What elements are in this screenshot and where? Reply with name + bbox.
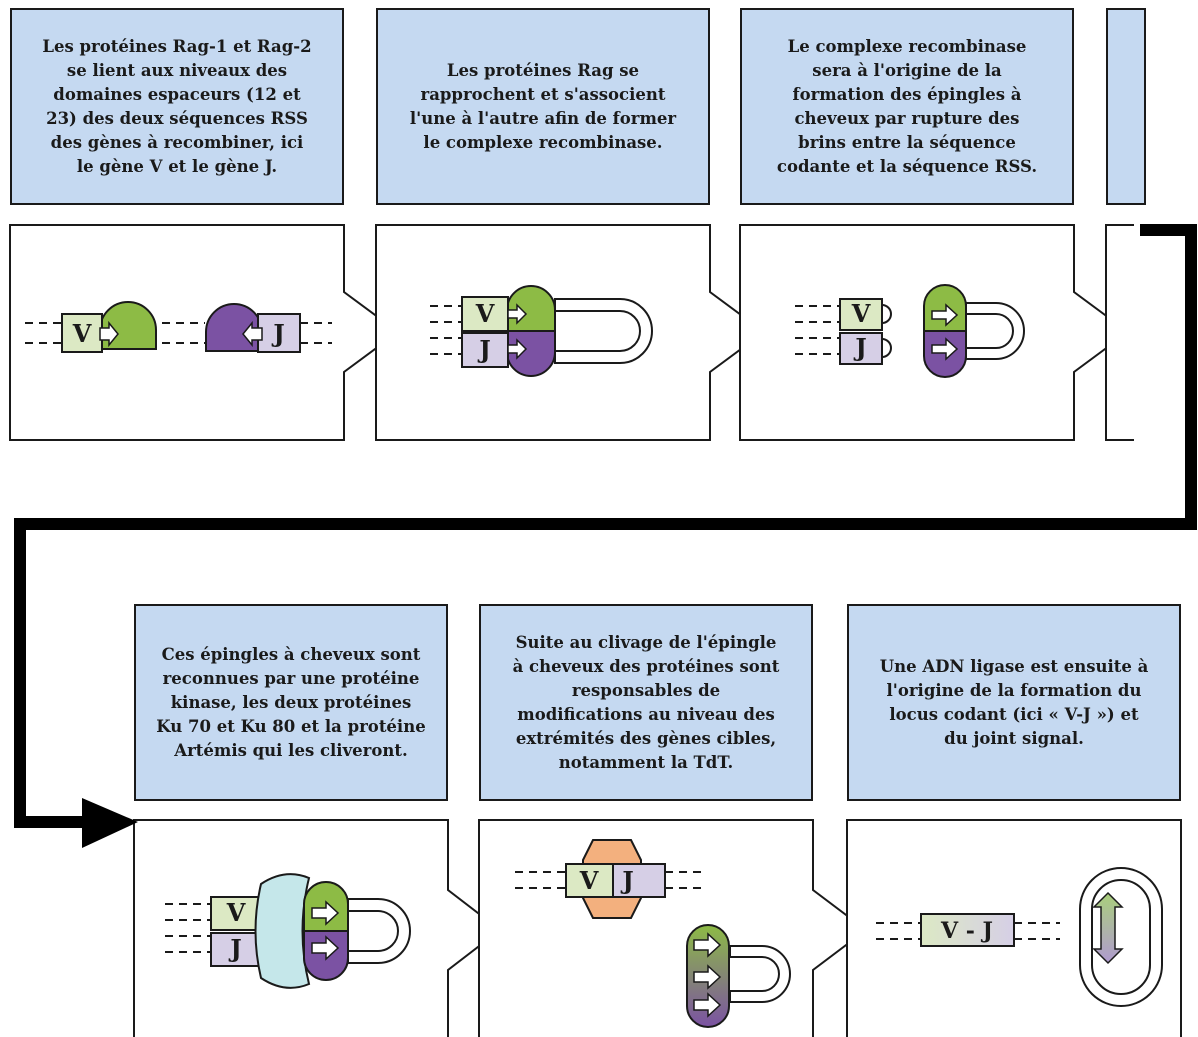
step5-illustration: V J <box>515 839 791 1028</box>
step6-illustration: V - J <box>876 867 1163 1007</box>
vj-label: V - J <box>940 918 993 944</box>
signal-joint-arrow-icon <box>1092 891 1124 965</box>
rss-arrow-icon <box>693 964 722 990</box>
rss-arrow-icon <box>931 337 959 361</box>
rss-arrow-icon <box>311 935 340 961</box>
rss-arrow-icon <box>507 303 528 325</box>
v-hairpin-end <box>881 304 892 324</box>
rss-arrow-icon <box>311 900 340 926</box>
step2-caption: Les protéines Rag se rapprochent et s'as… <box>376 8 710 205</box>
hairpin-loop <box>554 298 653 364</box>
rss-arrow-icon <box>242 320 263 348</box>
gene-v-box <box>210 896 262 931</box>
rss-arrow-icon <box>507 338 528 360</box>
step4-caption: Ces épingles à cheveux sont reconnues pa… <box>134 604 448 801</box>
connector-arrow <box>14 224 1197 828</box>
step6-caption: Une ADN ligase est ensuite à l'origine d… <box>847 604 1181 801</box>
gene-v-label: V <box>851 299 871 328</box>
step4-illustration: V J <box>165 873 411 989</box>
rss-arrow-icon <box>693 932 722 958</box>
rag1-protein <box>923 284 967 332</box>
step2-illustration: V J <box>430 285 653 377</box>
step2-panel <box>375 224 766 441</box>
step5-panel <box>478 819 868 1037</box>
gene-j-label: J <box>228 934 241 963</box>
rag2-protein <box>923 330 967 378</box>
j-hairpin-end <box>881 338 892 358</box>
step3-illustration: V J <box>795 284 1025 378</box>
gene-j-label: J <box>271 319 284 348</box>
gene-v-box <box>61 313 103 353</box>
vj-coding-joint <box>920 913 1015 947</box>
rss-arrow-icon <box>99 320 119 348</box>
gene-v-box <box>839 298 883 331</box>
gene-j-box <box>461 332 509 368</box>
step1-caption: Les protéines Rag-1 et Rag-2 se lient au… <box>10 8 344 205</box>
gene-v-label: V <box>72 319 92 348</box>
rss-hairpin-loop <box>965 302 1025 360</box>
gene-j-label: J <box>477 335 490 364</box>
gene-v-label: V <box>226 898 246 927</box>
gene-j-box <box>839 332 883 365</box>
gene-j-label: J <box>620 866 633 895</box>
step5-caption: Suite au clivage de l'épingle à cheveux … <box>479 604 813 801</box>
step3-caption: Le complexe recombinase sera à l'origine… <box>740 8 1074 205</box>
step-partial-panel <box>1105 224 1134 441</box>
ku-complex <box>254 873 311 989</box>
gene-v-label: V <box>475 299 495 328</box>
signal-hairpin-loop <box>729 945 791 1003</box>
step1-illustration: V J <box>25 301 332 353</box>
rss-arrow-icon <box>931 303 959 327</box>
gene-v-label: V <box>579 866 599 895</box>
gene-j-label: J <box>853 333 866 362</box>
gene-j-box <box>257 313 301 353</box>
step1-panel <box>9 224 400 441</box>
connector-arrowhead <box>82 798 138 848</box>
gene-v-box <box>461 296 509 332</box>
step-partial-caption <box>1106 8 1146 205</box>
rss-hairpin-loop <box>347 898 411 964</box>
gene-j-box <box>612 863 666 898</box>
rag1-protein <box>506 285 556 332</box>
rss-arrow-icon <box>693 992 722 1018</box>
